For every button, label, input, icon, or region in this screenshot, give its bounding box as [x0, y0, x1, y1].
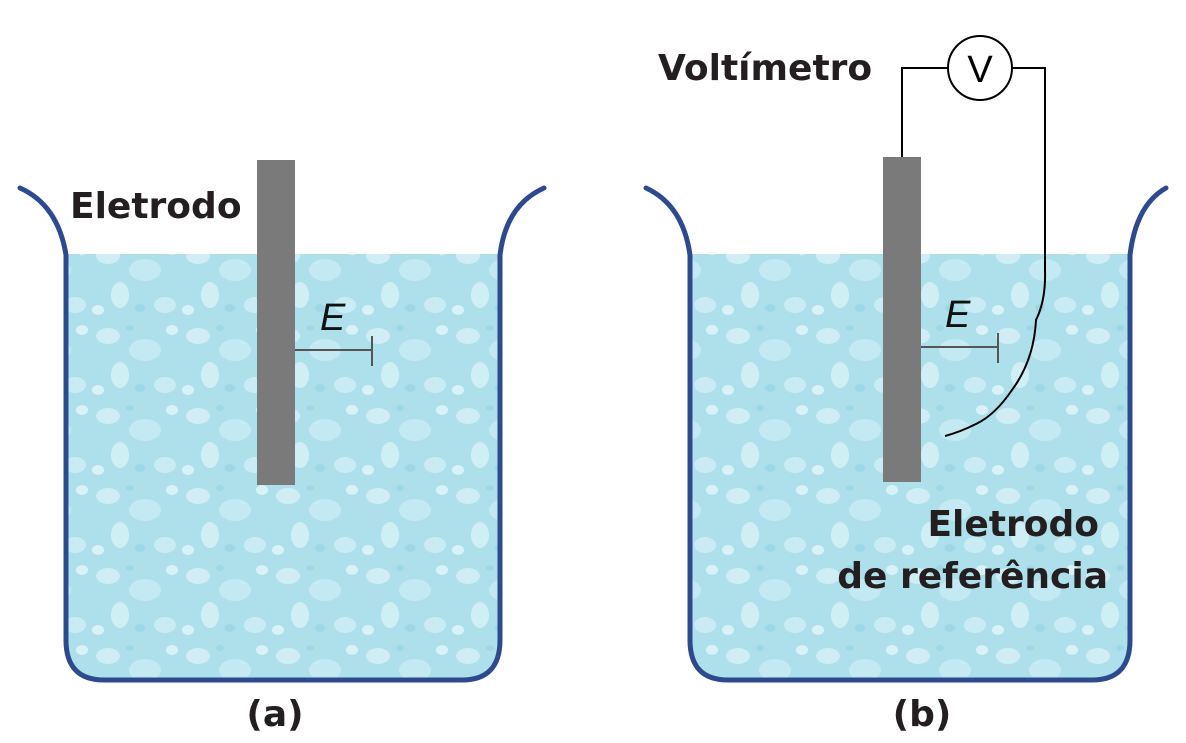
panel-a: E Eletrodo (a): [17, 160, 547, 735]
reference-electrode-label-line1: Eletrodo: [927, 504, 1099, 545]
voltmeter-symbol: V: [967, 49, 993, 91]
electrode-a: [257, 160, 295, 485]
wire-voltmeter-to-reference: [944, 67, 1047, 437]
caption-b: (b): [893, 694, 952, 735]
voltmeter-label: Voltímetro: [658, 48, 872, 89]
electrode-b: [883, 157, 921, 482]
wire-electrode-to-voltmeter: [901, 67, 948, 157]
potential-label-b: E: [945, 294, 971, 336]
voltmeter-icon: [947, 35, 1013, 101]
reference-electrode-label-line2: de referência: [837, 556, 1108, 597]
beaker-a-outline: [17, 185, 547, 683]
caption-a: (a): [246, 694, 303, 735]
beaker-b-outline: [643, 185, 1169, 683]
potential-label-a: E: [320, 297, 346, 339]
panel-b: E V Voltímetro Eletrodo de referência (b…: [643, 35, 1169, 735]
electrode-label-a: Eletrodo: [70, 186, 242, 227]
